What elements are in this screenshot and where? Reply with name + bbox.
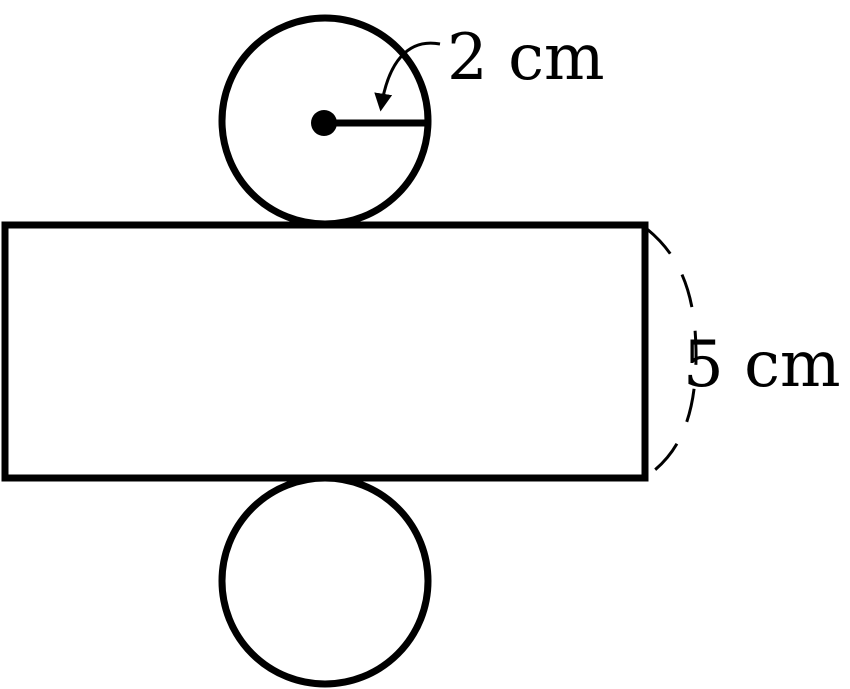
height-label: 5 cm [683, 328, 841, 402]
bottom-circle [218, 474, 432, 688]
radius-label: 2 cm [447, 21, 605, 95]
radius-leader-arrow [374, 41, 441, 112]
height-brace [646, 227, 698, 478]
lateral-rectangle [1, 221, 649, 482]
